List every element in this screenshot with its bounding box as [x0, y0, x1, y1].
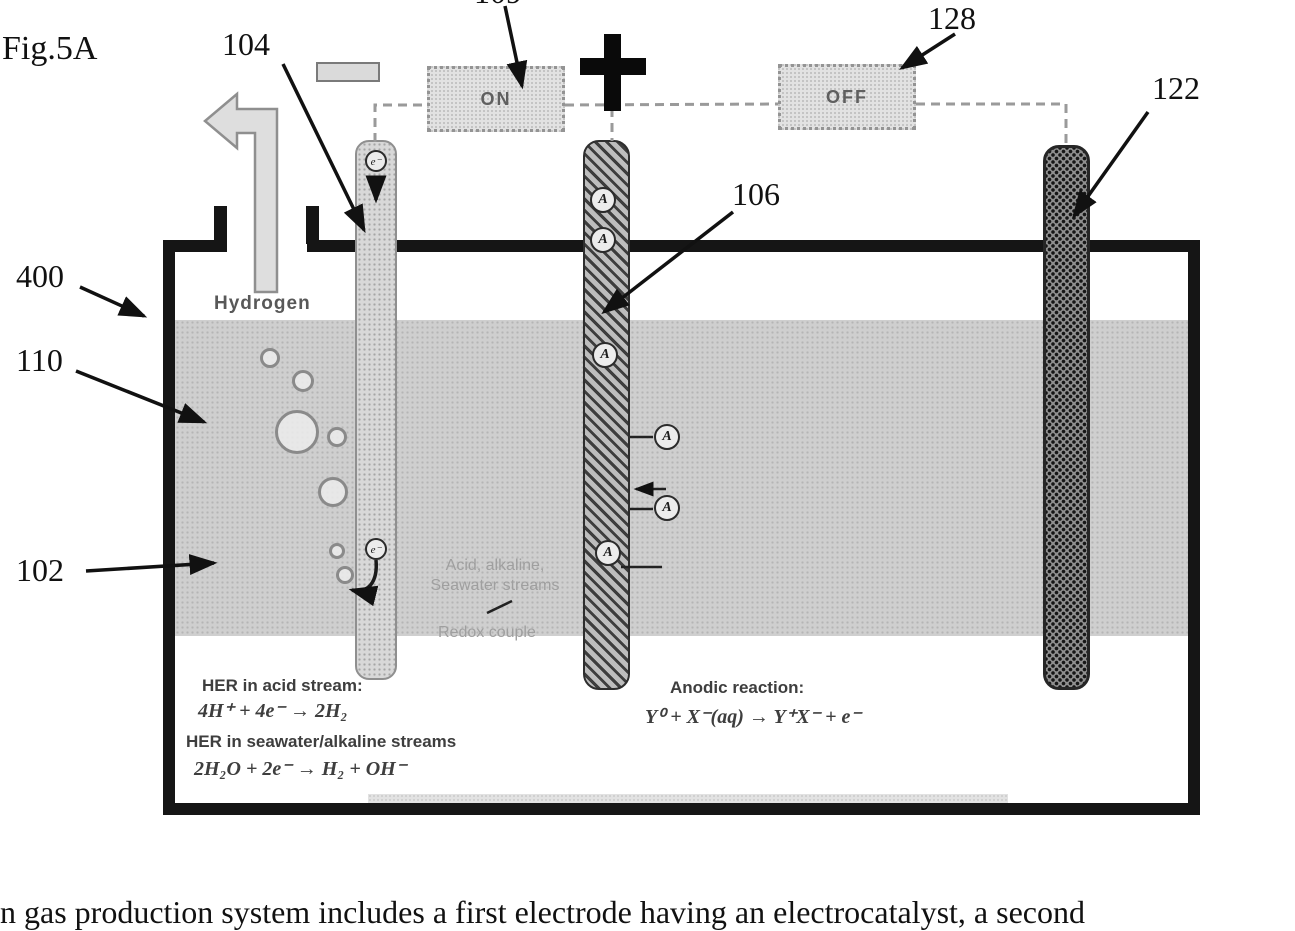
redox-species-marker: A — [654, 495, 680, 521]
tank-vent-gap — [227, 238, 307, 254]
anodic-equation: Y⁰ + X⁻(aq) → Y⁺X⁻ + e⁻ — [645, 706, 861, 728]
redox-species-marker: A — [590, 227, 616, 253]
legend-bar — [316, 62, 380, 82]
plus-terminal-horizontal — [580, 58, 646, 75]
switch-off-label: OFF — [826, 86, 868, 107]
wire-on-to-off — [564, 102, 779, 107]
redox-couple-label: Redox couple — [438, 624, 536, 641]
bubble — [336, 566, 354, 584]
wire-off-to-anode — [916, 102, 1068, 148]
ref-102: 102 — [16, 552, 64, 588]
her-seawater-title: HER in seawater/alkaline streams — [186, 732, 457, 751]
electron-marker: e⁻ — [365, 150, 387, 172]
anodic-title: Anodic reaction: — [670, 678, 805, 697]
figure-caption: n gas production system includes a first… — [0, 894, 1085, 930]
ref-arrow-400 — [79, 285, 148, 318]
redox-species-marker: A — [654, 424, 680, 450]
bubble — [327, 427, 347, 447]
ref-104: 104 — [222, 26, 270, 62]
electron-marker: e⁻ — [365, 538, 387, 560]
her-acid-title: HER in acid stream: — [202, 676, 363, 695]
stream-label: Acid, alkaline, Seawater streams — [425, 556, 565, 596]
electrode-center-106 — [583, 140, 630, 690]
ref-122: 122 — [1152, 70, 1200, 106]
ref-400: 400 — [16, 258, 64, 294]
bubble — [275, 410, 319, 454]
vent-wall-left — [214, 206, 227, 244]
her-acid-equation: 4H⁺ + 4e⁻ → 2H₂ — [198, 700, 348, 722]
wire-cathode-to-on — [373, 103, 427, 142]
redox-species-marker: A — [592, 342, 618, 368]
switch-on-label: ON — [480, 88, 512, 109]
electrode-anode-122 — [1043, 145, 1090, 690]
switch-off: OFF — [778, 64, 916, 130]
electrode-cathode-104 — [355, 140, 397, 680]
ref-109: 109 — [474, 0, 522, 11]
switch-on: ON — [427, 66, 565, 132]
redox-species-marker: A — [595, 540, 621, 566]
ref-arrow-128 — [899, 32, 956, 70]
ref-arrow-104 — [281, 63, 366, 234]
bubble — [292, 370, 314, 392]
ref-128: 128 — [928, 0, 976, 36]
stream-line2: Seawater streams — [430, 577, 560, 594]
ref-106: 106 — [732, 176, 780, 212]
figure-label: Fig.5A — [2, 30, 98, 67]
bubble — [329, 543, 345, 559]
bubble — [260, 348, 280, 368]
her-seawater-equation: 2H₂O + 2e⁻ → H₂ + OH⁻ — [194, 758, 407, 780]
redox-species-marker: A — [590, 187, 616, 213]
ref-110: 110 — [16, 342, 63, 378]
stream-line1: Acid, alkaline, — [445, 557, 545, 574]
hydrogen-label: Hydrogen — [214, 293, 311, 314]
bubble — [318, 477, 348, 507]
vent-wall-right — [306, 206, 319, 244]
